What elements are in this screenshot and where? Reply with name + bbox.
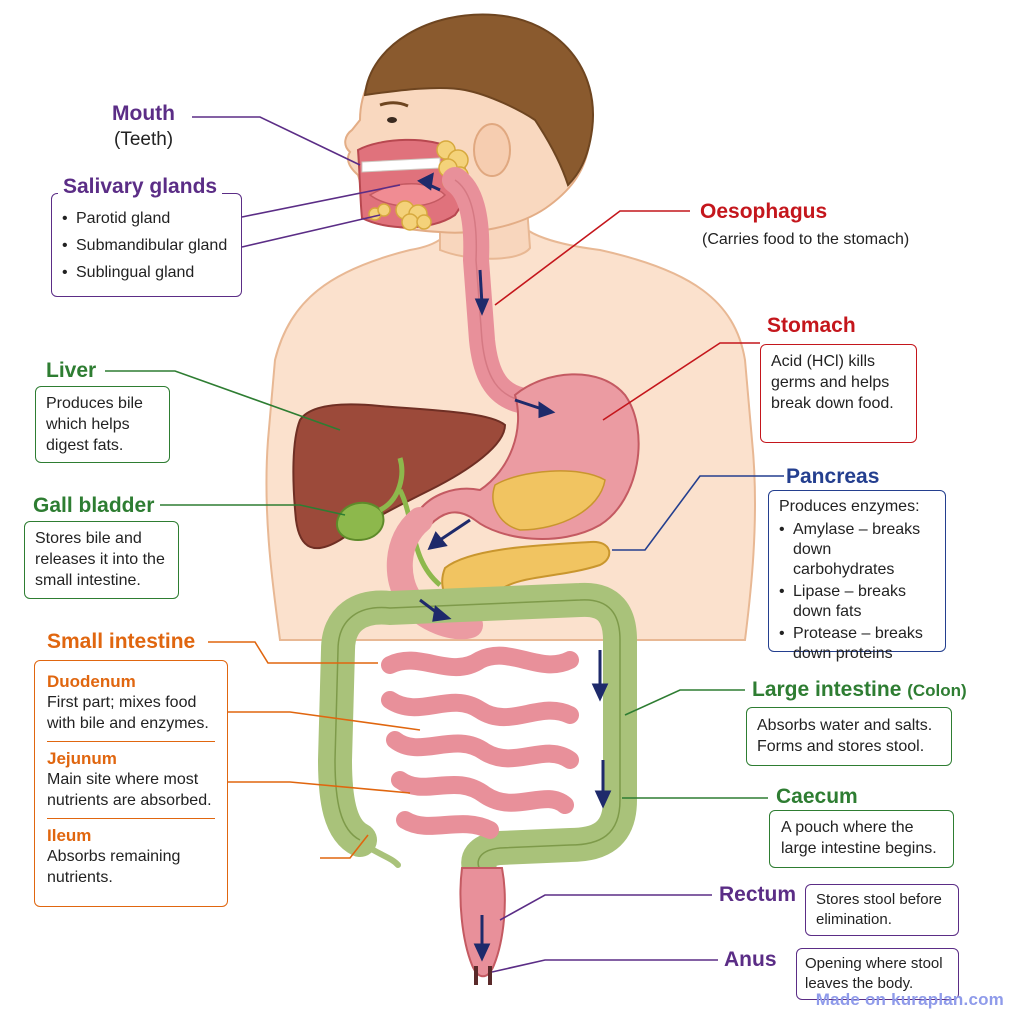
rectum-text: Stores stool before elimination. [816, 891, 942, 928]
pancreas-enzyme: Amylase – breaks down carbohydrates [779, 520, 935, 580]
gall-bladder-shape [336, 502, 385, 542]
ear [473, 123, 511, 177]
salivary-item: Parotid gland [62, 208, 231, 229]
pancreas-enzyme: Lipase – breaks down fats [779, 582, 935, 622]
pancreas-enzyme: Protease – breaks down proteins [779, 624, 935, 664]
hair [363, 13, 594, 187]
small-intestine-title: Small intestine [47, 630, 196, 653]
liver-box: Produces bile which helps digest fats. [35, 386, 170, 463]
jejunum-text: Main site where most nutrients are absor… [47, 771, 212, 809]
small-intestine-box: Duodenum First part; mixes food with bil… [34, 660, 228, 907]
oesophagus-subtitle: (Carries food to the stomach) [702, 231, 910, 248]
stomach-title: Stomach [767, 314, 856, 337]
anus-text: Opening where stool leaves the body. [805, 955, 943, 992]
salivary-glands-title: Salivary glands [58, 175, 223, 199]
stomach-box: Acid (HCl) kills germs and helps break d… [760, 344, 917, 443]
eyebrow [379, 101, 409, 108]
duodenum-heading: Duodenum [47, 672, 136, 691]
mouth-title: Mouth [112, 102, 175, 125]
large-intestine-title-wrap: Large intestine (Colon) [752, 678, 967, 703]
pancreas-title: Pancreas [786, 465, 880, 488]
mouth-subtitle: (Teeth) [114, 129, 174, 150]
caecum-box: A pouch where the large intestine begins… [769, 810, 954, 868]
rectum-box: Stores stool before elimination. [805, 884, 959, 936]
flow-arrows [417, 172, 612, 962]
ileum-heading: Ileum [47, 826, 92, 845]
stomach-contents [492, 470, 606, 531]
duodenum-text: First part; mixes food with bile and enz… [47, 694, 209, 732]
stomach-text: Acid (HCl) kills germs and helps break d… [771, 353, 894, 412]
pancreas-box: Produces enzymes: Amylase – breaks down … [768, 490, 946, 662]
large-intestine-title: Large intestine [752, 678, 902, 701]
divider [47, 741, 215, 742]
salivary-item: Sublingual gland [62, 262, 231, 283]
liver-title: Liver [46, 359, 97, 382]
pancreas-intro: Produces enzymes: [779, 498, 920, 515]
ileum-text: Absorbs remaining nutrients. [47, 848, 181, 886]
leader-lines [105, 116, 784, 973]
eye [387, 117, 397, 123]
gall-bladder-title: Gall bladder [33, 494, 155, 517]
liver-text: Produces bile which helps digest fats. [46, 395, 143, 454]
anus-title: Anus [724, 948, 777, 971]
salivary-item: Submandibular gland [62, 235, 231, 256]
salivary-glands-box: Parotid gland Submandibular gland Sublin… [51, 193, 242, 297]
caecum-text: A pouch where the large intestine begins… [781, 819, 937, 857]
large-intestine-subtitle: (Colon) [907, 681, 967, 700]
oesophagus-title: Oesophagus [700, 200, 828, 223]
large-intestine-text: Absorbs water and salts. Forms and store… [757, 717, 933, 755]
large-intestine-box: Absorbs water and salts. Forms and store… [746, 707, 952, 766]
anus-box: Opening where stool leaves the body. [796, 948, 959, 1000]
small-intestine-coils [381, 646, 579, 839]
divider [47, 818, 215, 819]
gall-bladder-text: Stores bile and releases it into the sma… [35, 530, 165, 589]
anus-shape [474, 966, 492, 985]
watermark: Made on kuraplan.com [815, 990, 1004, 1009]
rectum-title: Rectum [719, 883, 797, 906]
gall-bladder-box: Stores bile and releases it into the sma… [24, 521, 179, 599]
jejunum-heading: Jejunum [47, 749, 117, 768]
caecum-title: Caecum [776, 785, 858, 808]
